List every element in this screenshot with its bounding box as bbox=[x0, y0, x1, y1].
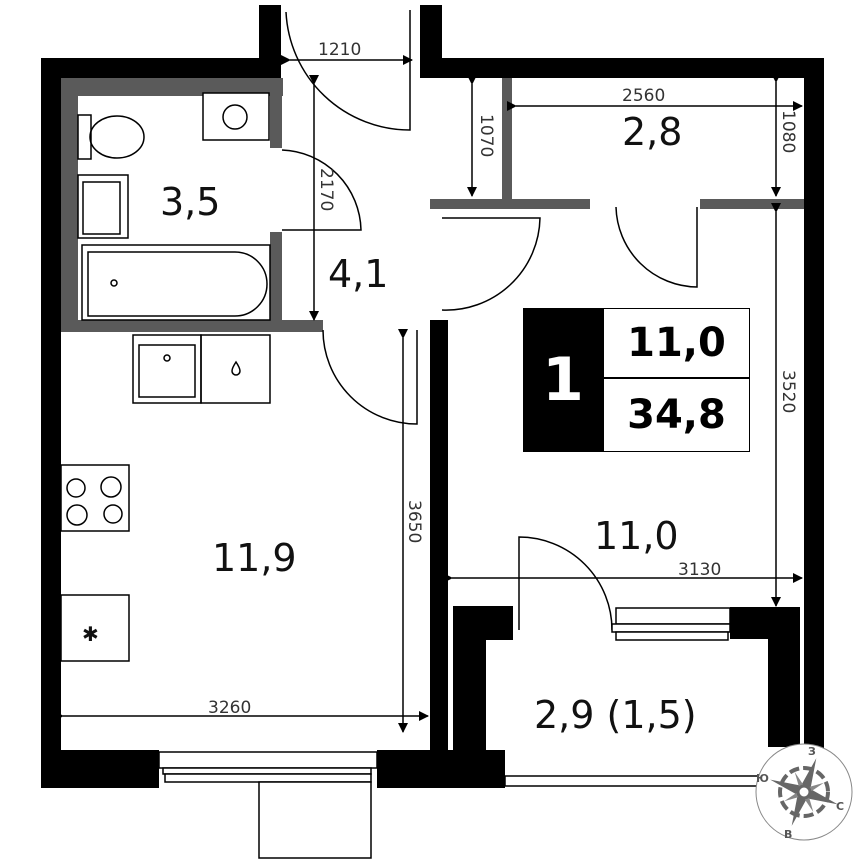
dim-hallway-length: 2170 bbox=[316, 168, 336, 212]
room-area-bathroom: 3,5 bbox=[160, 180, 221, 224]
living-area: 11,0 bbox=[603, 308, 750, 378]
compass-label-west: З bbox=[808, 745, 816, 758]
room-area-kitchen: 11,9 bbox=[212, 536, 297, 580]
compass-label-south: Ю bbox=[756, 772, 769, 785]
dim-storage-width: 2560 bbox=[622, 86, 666, 106]
room-area-balcony: 2,9 (1,5) bbox=[534, 693, 697, 737]
apartment-summary-badge: 1 11,0 34,8 bbox=[523, 308, 750, 452]
total-area: 34,8 bbox=[603, 378, 750, 452]
room-count: 1 bbox=[523, 308, 603, 452]
kitchen-fixtures bbox=[60, 334, 271, 662]
dimension-lines bbox=[54, 55, 803, 733]
compass-icon bbox=[755, 743, 853, 841]
compass-label-east: В bbox=[784, 828, 793, 841]
fridge-snowflake-icon: ✱ bbox=[82, 622, 99, 646]
dim-entrance-width: 1210 bbox=[318, 40, 362, 60]
dim-kitchen-length: 3650 bbox=[404, 500, 424, 544]
dim-bedroom-width: 3130 bbox=[678, 560, 722, 580]
dim-bedroom-length: 3520 bbox=[778, 370, 798, 414]
room-area-hallway: 4,1 bbox=[328, 252, 389, 296]
dim-storage-height-left: 1070 bbox=[476, 114, 496, 158]
compass-label-north: С bbox=[836, 800, 845, 813]
partitions bbox=[61, 78, 804, 332]
bathroom-fixtures bbox=[77, 92, 271, 321]
dim-storage-height-right: 1080 bbox=[778, 110, 798, 154]
doors bbox=[281, 10, 698, 631]
room-area-storage: 2,8 bbox=[622, 110, 683, 154]
exterior-walls bbox=[41, 5, 824, 788]
room-area-bedroom: 11,0 bbox=[594, 514, 679, 558]
dim-kitchen-width: 3260 bbox=[208, 698, 252, 718]
